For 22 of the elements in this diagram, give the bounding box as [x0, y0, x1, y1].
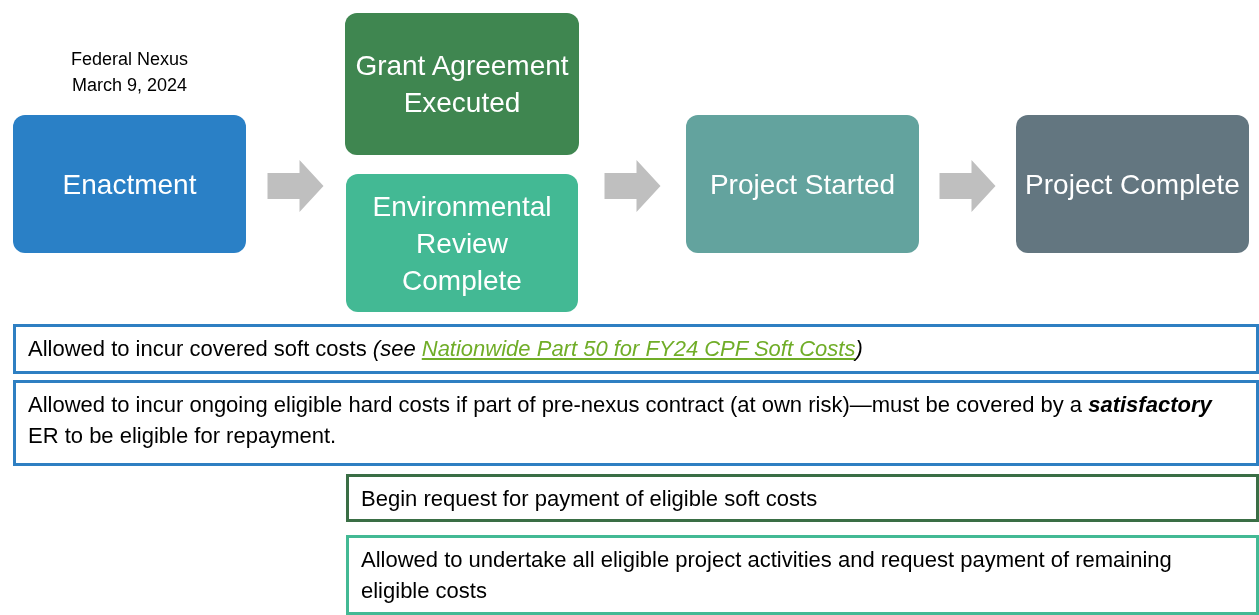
note-text: Allowed to incur covered soft costs (see Nationwide Part 50 for FY24 CPF Soft Costs): [28, 335, 864, 363]
note-text: Allowed to undertake all eligible project activities and request payment of remaining eligible costs: [361, 546, 1173, 605]
stage-label: Project Started: [709, 167, 896, 202]
block-arrow: [604, 160, 661, 212]
stage-label: Environmental Review Complete: [371, 189, 553, 298]
stage-box: [13, 115, 246, 253]
note-box: [346, 474, 1259, 522]
stage-box: [686, 115, 919, 253]
stage-box: [345, 13, 579, 155]
block-arrow: [267, 160, 324, 212]
stage-label: Enactment: [62, 167, 197, 202]
milestone-caption: Federal Nexus March 9, 2024: [69, 48, 190, 97]
note-box: [346, 535, 1259, 615]
note-box: [13, 324, 1259, 374]
block-arrow: [939, 160, 996, 212]
stage-label: Project Complete: [1025, 167, 1240, 202]
stage-box: [346, 174, 578, 312]
note-box: [13, 380, 1259, 466]
note-text: Allowed to incur ongoing eligible hard costs if part of pre-nexus contract (at own risk)—must be covered by a satisfactory ER to be eligible for repayment.: [28, 391, 1214, 450]
stage-box: [1016, 115, 1249, 253]
stage-label: Grant Agreement Executed: [354, 49, 570, 120]
note-text: Begin request for payment of eligible soft costs: [361, 485, 819, 513]
